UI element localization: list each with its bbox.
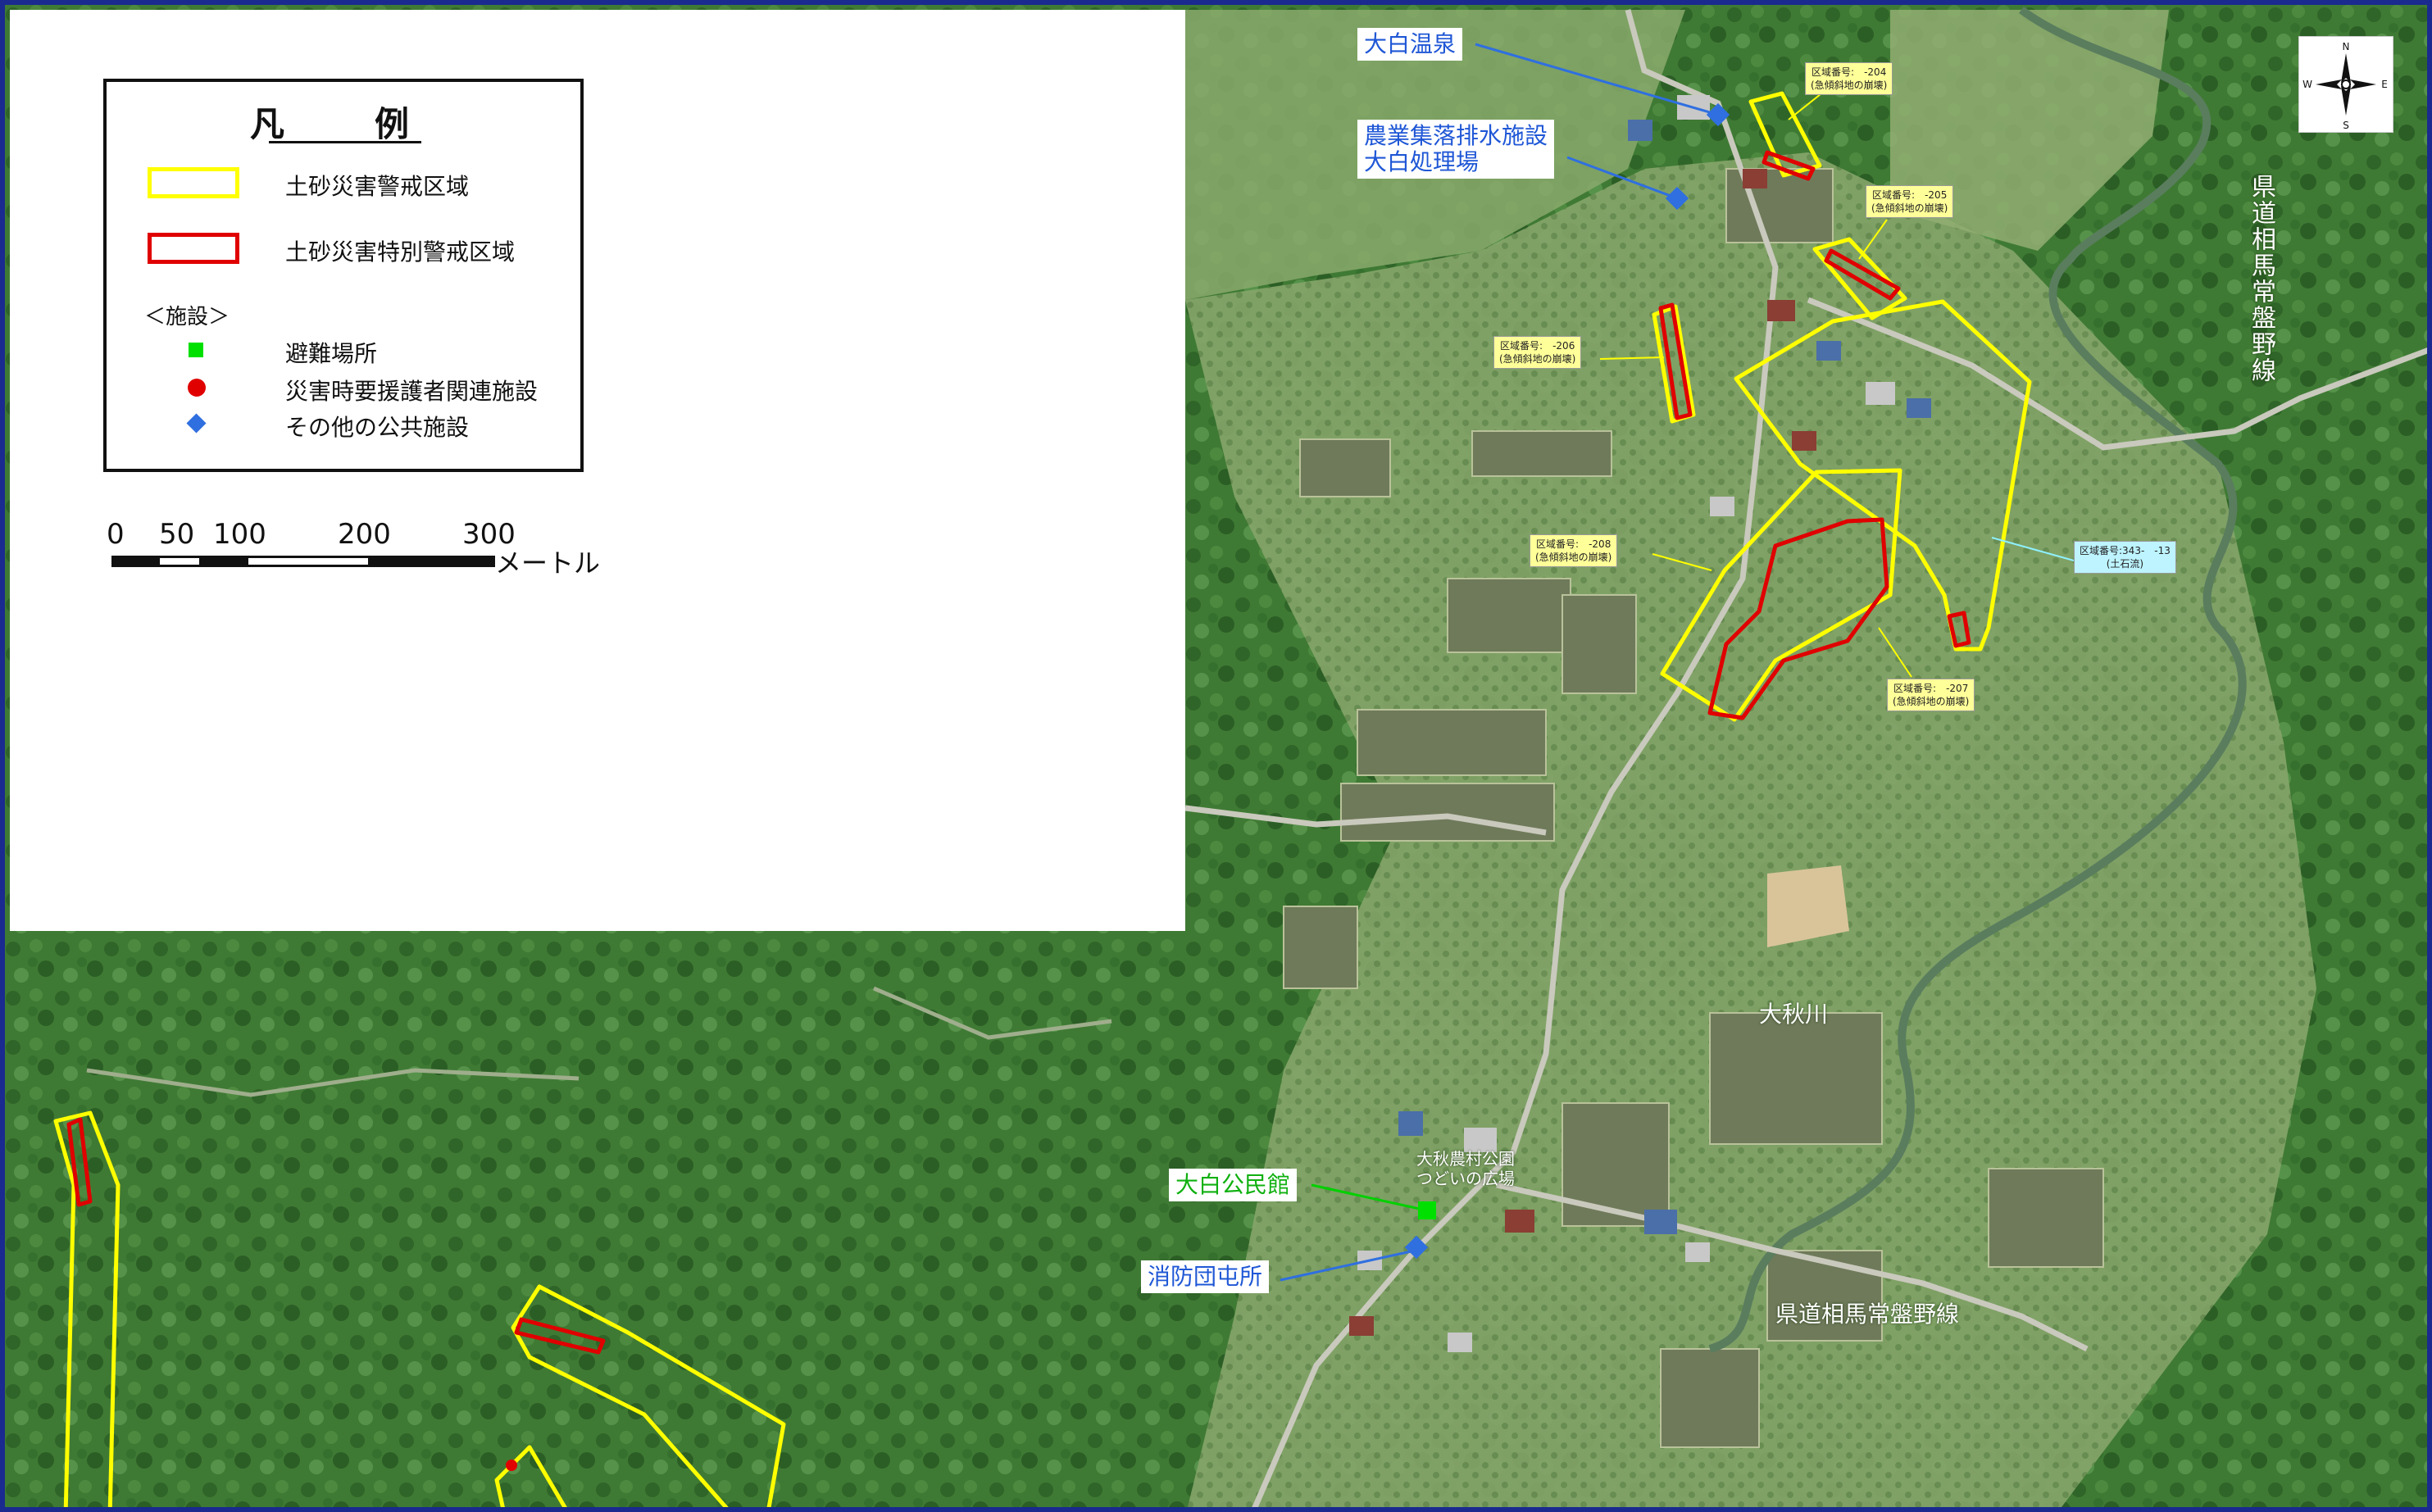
farmland-east <box>1890 10 2169 251</box>
special-zone-343-13[interactable] <box>1947 611 1971 648</box>
support-facility-circle-icon <box>188 379 206 397</box>
special-zones <box>66 150 1971 1355</box>
zone-tag-205-type: (急傾斜地の崩壊) <box>1871 202 1948 214</box>
facility-fire-station-symbol[interactable] <box>1404 1235 1429 1260</box>
zone-tag-207-number: 区域番号: -207 <box>1893 683 1969 694</box>
zone-tag-208-number: 区域番号: -208 <box>1536 538 1611 550</box>
houses <box>1349 95 1931 1352</box>
legend-item-evacuation: 避難場所 <box>107 336 580 372</box>
facility-drainage-symbol[interactable] <box>1665 186 1689 211</box>
zone-tag-206-type: (急傾斜地の崩壊) <box>1499 353 1576 365</box>
compass-e: E <box>2381 79 2388 90</box>
label-river: 大秋川 <box>1759 1001 1829 1028</box>
legend-title: 凡 例 <box>249 104 437 144</box>
scale-segment-5 <box>370 556 495 567</box>
warning-zone-204[interactable] <box>1748 91 1822 178</box>
legend-special-swatch <box>148 233 239 264</box>
scale-segment-1 <box>111 556 157 567</box>
zone-tag-208[interactable]: 区域番号: -208 (急傾斜地の崩壊) <box>1530 534 1618 567</box>
compass-icon: N S E W <box>2302 41 2388 131</box>
legend-panel: 凡 例 土砂災害警戒区域 土砂災害特別警戒区域 ＜施設＞ 避難場所 災害時要援護… <box>10 10 1185 931</box>
zone-tag-343-13-type: (土石流) <box>2106 558 2144 570</box>
warning-zones <box>53 91 2032 1512</box>
facility-onsen-symbol[interactable] <box>1706 102 1730 127</box>
legend-public-label: その他の公共施設 <box>285 414 470 441</box>
scale-tick-200: 200 <box>338 518 391 551</box>
compass-n: N <box>2343 41 2350 52</box>
zone-leaders <box>1599 90 1912 678</box>
zone-tag-206[interactable]: 区域番号: -206 (急傾斜地の崩壊) <box>1493 336 1582 369</box>
scale-tick-300: 300 <box>462 518 516 551</box>
zone-tag-207-type: (急傾斜地の崩壊) <box>1893 696 1970 707</box>
legend-facilities-header: ＜施設＞ <box>144 305 230 329</box>
label-road-bottom: 県道相馬常盤野線 <box>1775 1301 1960 1328</box>
scale-segment-4 <box>246 556 370 567</box>
special-zone-207[interactable] <box>1707 517 1889 720</box>
warning-zone-208[interactable] <box>1660 468 1902 722</box>
scale-unit: メートル <box>495 547 601 579</box>
facility-leaders <box>1280 43 1719 1282</box>
label-park: 大秋農村公園 つどいの広場 <box>1416 1149 1515 1188</box>
scale-tick-0: 0 <box>107 518 125 551</box>
zone-tag-343-13-number: 区域番号:343- -13 <box>2080 545 2171 556</box>
callout-onsen[interactable]: 大白温泉 <box>1357 28 1463 61</box>
scale-segment-3 <box>202 556 246 567</box>
zone-tag-207[interactable]: 区域番号: -207 (急傾斜地の崩壊) <box>1887 679 1975 711</box>
bare-field <box>1767 865 1849 947</box>
evacuation-square-icon <box>189 343 203 357</box>
legend-support-label: 災害時要援護者関連施設 <box>285 378 539 405</box>
aerial-map[interactable] <box>5 5 2432 1512</box>
zone-tag-206-number: 区域番号: -206 <box>1500 340 1575 352</box>
zone-tag-204-number: 区域番号: -204 <box>1811 66 1887 78</box>
zone-tag-204[interactable]: 区域番号: -204 (急傾斜地の崩壊) <box>1805 62 1893 95</box>
legend-title-underline <box>269 141 421 143</box>
callout-fire-station[interactable]: 消防団屯所 <box>1141 1260 1270 1293</box>
zone-leader-343-13 <box>1991 537 2075 561</box>
compass-s: S <box>2343 120 2349 131</box>
roads <box>86 9 2427 1507</box>
warning-zone-sw-3[interactable] <box>494 1445 570 1512</box>
river <box>1708 6 2247 1353</box>
paddy-fields <box>1283 168 2104 1448</box>
label-road-vertical: 県道相馬常盤野線 <box>2247 174 2275 384</box>
special-zone-205[interactable] <box>1824 248 1901 301</box>
legend-item-special: 土砂災害特別警戒区域 <box>107 233 580 269</box>
facility-support-symbol[interactable] <box>506 1460 517 1471</box>
legend-item-warning: 土砂災害警戒区域 <box>107 167 580 203</box>
legend-warning-swatch <box>148 167 239 198</box>
special-zone-206[interactable] <box>1658 302 1693 420</box>
legend-item-public: その他の公共施設 <box>107 410 580 446</box>
special-zone-sw-2[interactable] <box>514 1317 606 1355</box>
legend-special-label: 土砂災害特別警戒区域 <box>285 238 516 266</box>
zone-tag-208-type: (急傾斜地の崩壊) <box>1535 552 1612 563</box>
special-zone-sw-1[interactable] <box>66 1117 93 1207</box>
legend-warning-label: 土砂災害警戒区域 <box>285 173 470 200</box>
callout-kominkan[interactable]: 大白公民館 <box>1169 1169 1298 1201</box>
callout-drainage[interactable]: 農業集落排水施設 大白処理場 <box>1357 120 1555 179</box>
legend-box: 凡 例 土砂災害警戒区域 土砂災害特別警戒区域 ＜施設＞ 避難場所 災害時要援護… <box>103 79 584 472</box>
zone-tag-343-13[interactable]: 区域番号:343- -13 (土石流) <box>2074 541 2176 574</box>
warning-zone-sw-2[interactable] <box>511 1284 786 1512</box>
facility-kominkan-symbol[interactable] <box>1418 1201 1436 1219</box>
zone-tag-205[interactable]: 区域番号: -205 (急傾斜地の崩壊) <box>1866 185 1954 218</box>
warning-zone-205[interactable] <box>1812 237 1907 320</box>
public-facility-diamond-icon <box>186 413 207 434</box>
compass-w: W <box>2302 79 2312 90</box>
warning-zone-sw-1[interactable] <box>53 1110 120 1512</box>
scale-segment-2 <box>157 556 202 567</box>
warning-zone-206[interactable] <box>1652 304 1696 424</box>
special-zone-204[interactable] <box>1761 150 1816 181</box>
compass-rose: N S E W <box>2298 36 2393 133</box>
scale-tick-50: 50 <box>159 518 195 551</box>
zone-tag-205-number: 区域番号: -205 <box>1872 189 1948 201</box>
zone-tag-204-type: (急傾斜地の崩壊) <box>1811 79 1888 91</box>
scale-bar: 0 50 100 200 300 メートル <box>107 518 636 579</box>
scale-tick-100: 100 <box>213 518 266 551</box>
legend-evacuation-label: 避難場所 <box>285 340 378 367</box>
legend-item-support: 災害時要援護者関連施設 <box>107 374 580 410</box>
